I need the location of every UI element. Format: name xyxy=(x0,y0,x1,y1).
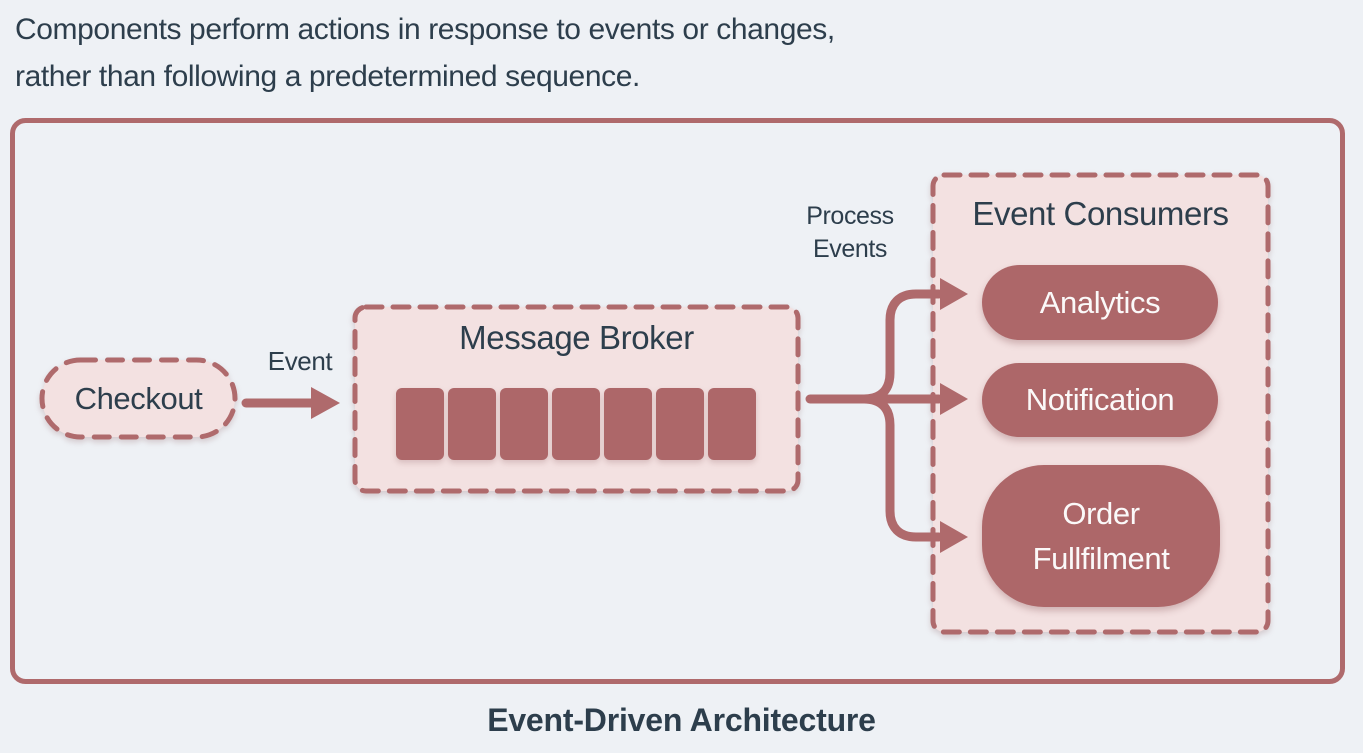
event-arrow-label: Event xyxy=(267,345,333,376)
process-events-line-2: Events xyxy=(812,235,888,263)
fanout-arrows-icon xyxy=(805,278,968,553)
diagram-border xyxy=(10,118,1345,684)
queue-slots xyxy=(396,388,756,460)
description-line-1: Components perform actions in response t… xyxy=(15,13,835,46)
event-arrow-icon xyxy=(241,387,340,419)
process-events-line-1: Process xyxy=(806,202,894,230)
diagram-caption: Event-Driven Architecture xyxy=(487,702,876,738)
checkout-node-label: Checkout xyxy=(74,380,203,416)
arrowhead-bottom xyxy=(940,521,968,553)
queue-slot xyxy=(396,388,444,460)
consumer-order-fullfilment: Order Fullfilment xyxy=(982,465,1220,607)
queue-slot xyxy=(552,388,600,460)
diagram-frame: Checkout Event Message Broker Process Ev… xyxy=(10,118,1345,684)
message-broker-title: Message Broker xyxy=(459,319,694,356)
consumer-analytics: Analytics xyxy=(982,265,1218,340)
queue-slot xyxy=(708,388,756,460)
queue-slot xyxy=(448,388,496,460)
event-consumers-title: Event Consumers xyxy=(972,195,1229,232)
queue-slot xyxy=(604,388,652,460)
arrowhead-top xyxy=(940,278,968,310)
queue-slot xyxy=(500,388,548,460)
arrowhead-middle xyxy=(940,383,968,415)
checkout-node-shape xyxy=(39,357,238,440)
consumer-notification: Notification xyxy=(982,363,1218,437)
description-text: Components perform actions in response t… xyxy=(15,6,835,100)
process-events-label: Process Events xyxy=(788,200,912,266)
queue-slot xyxy=(656,388,704,460)
description-line-2: rather than following a predetermined se… xyxy=(15,60,640,93)
